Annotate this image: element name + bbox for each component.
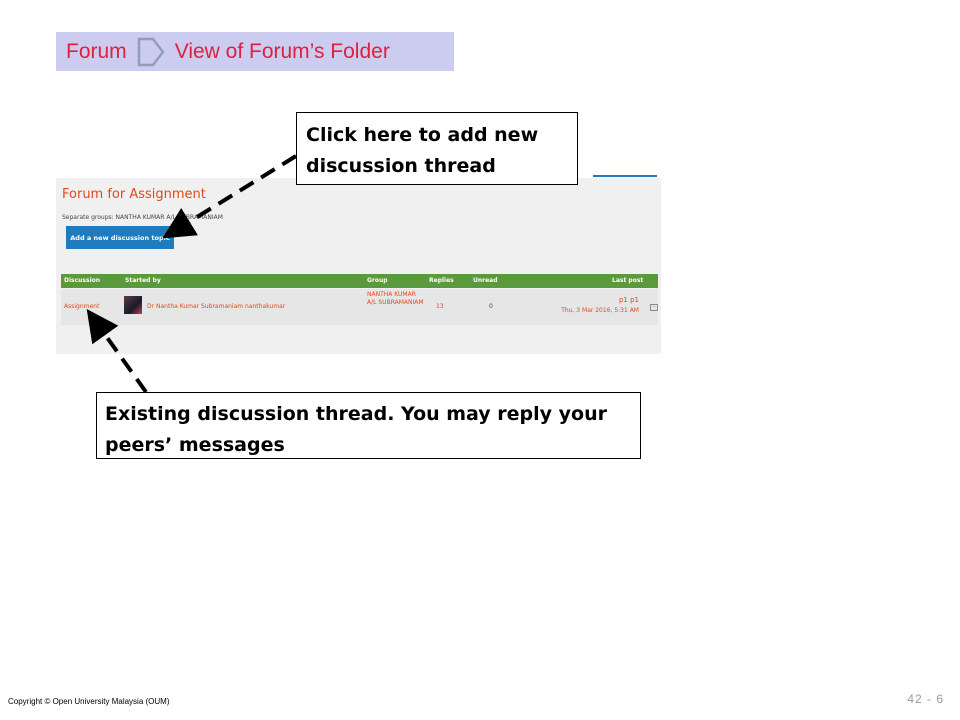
table-row: Assignment Dr Nantha Kumar Subramaniam n… bbox=[61, 289, 658, 325]
column-replies[interactable]: Replies bbox=[429, 277, 454, 284]
forum-panel: Forum for Assignment Separate groups: NA… bbox=[56, 178, 661, 354]
breadcrumb: Forum View of Forum’s Folder bbox=[56, 32, 454, 71]
breadcrumb-forum-folder: View of Forum’s Folder bbox=[174, 39, 390, 63]
copyright-text: Copyright © Open University Malaysia (OU… bbox=[8, 697, 170, 706]
chevron-right-icon bbox=[137, 37, 165, 67]
replies-count[interactable]: 13 bbox=[436, 303, 444, 310]
column-started-by[interactable]: Started by bbox=[125, 277, 161, 284]
last-post-time[interactable]: Thu, 3 Mar 2016, 5:31 AM bbox=[561, 307, 639, 314]
column-last-post[interactable]: Last post bbox=[612, 277, 644, 284]
callout-add-thread: Click here to add new discussion thread bbox=[296, 112, 578, 185]
collapse-icon[interactable]: − bbox=[650, 304, 658, 311]
breadcrumb-forum[interactable]: Forum bbox=[66, 39, 127, 63]
last-post-user[interactable]: p1 p1 bbox=[618, 296, 639, 304]
table-header: Discussion Started by Group Replies Unre… bbox=[61, 274, 658, 288]
discussion-link[interactable]: Assignment bbox=[64, 303, 100, 310]
avatar bbox=[124, 296, 142, 314]
started-by-link[interactable]: Dr Nantha Kumar Subramaniam nanthakumar bbox=[147, 303, 286, 310]
callout-existing-thread: Existing discussion thread. You may repl… bbox=[96, 392, 641, 459]
column-discussion[interactable]: Discussion bbox=[64, 277, 101, 284]
forum-title: Forum for Assignment bbox=[62, 187, 206, 202]
page-number: 42 - 6 bbox=[907, 692, 944, 706]
add-discussion-button[interactable]: Add a new discussion topic bbox=[66, 226, 174, 249]
tab-underline bbox=[593, 175, 657, 177]
column-unread[interactable]: Unread bbox=[473, 277, 498, 284]
separate-groups-label: Separate groups: NANTHA KUMAR A/L SUBRAM… bbox=[62, 214, 223, 221]
unread-count: 0 bbox=[489, 303, 493, 310]
column-group[interactable]: Group bbox=[367, 277, 388, 284]
group-link[interactable]: NANTHA KUMAR A/L SUBRAMANIAM bbox=[367, 291, 424, 306]
